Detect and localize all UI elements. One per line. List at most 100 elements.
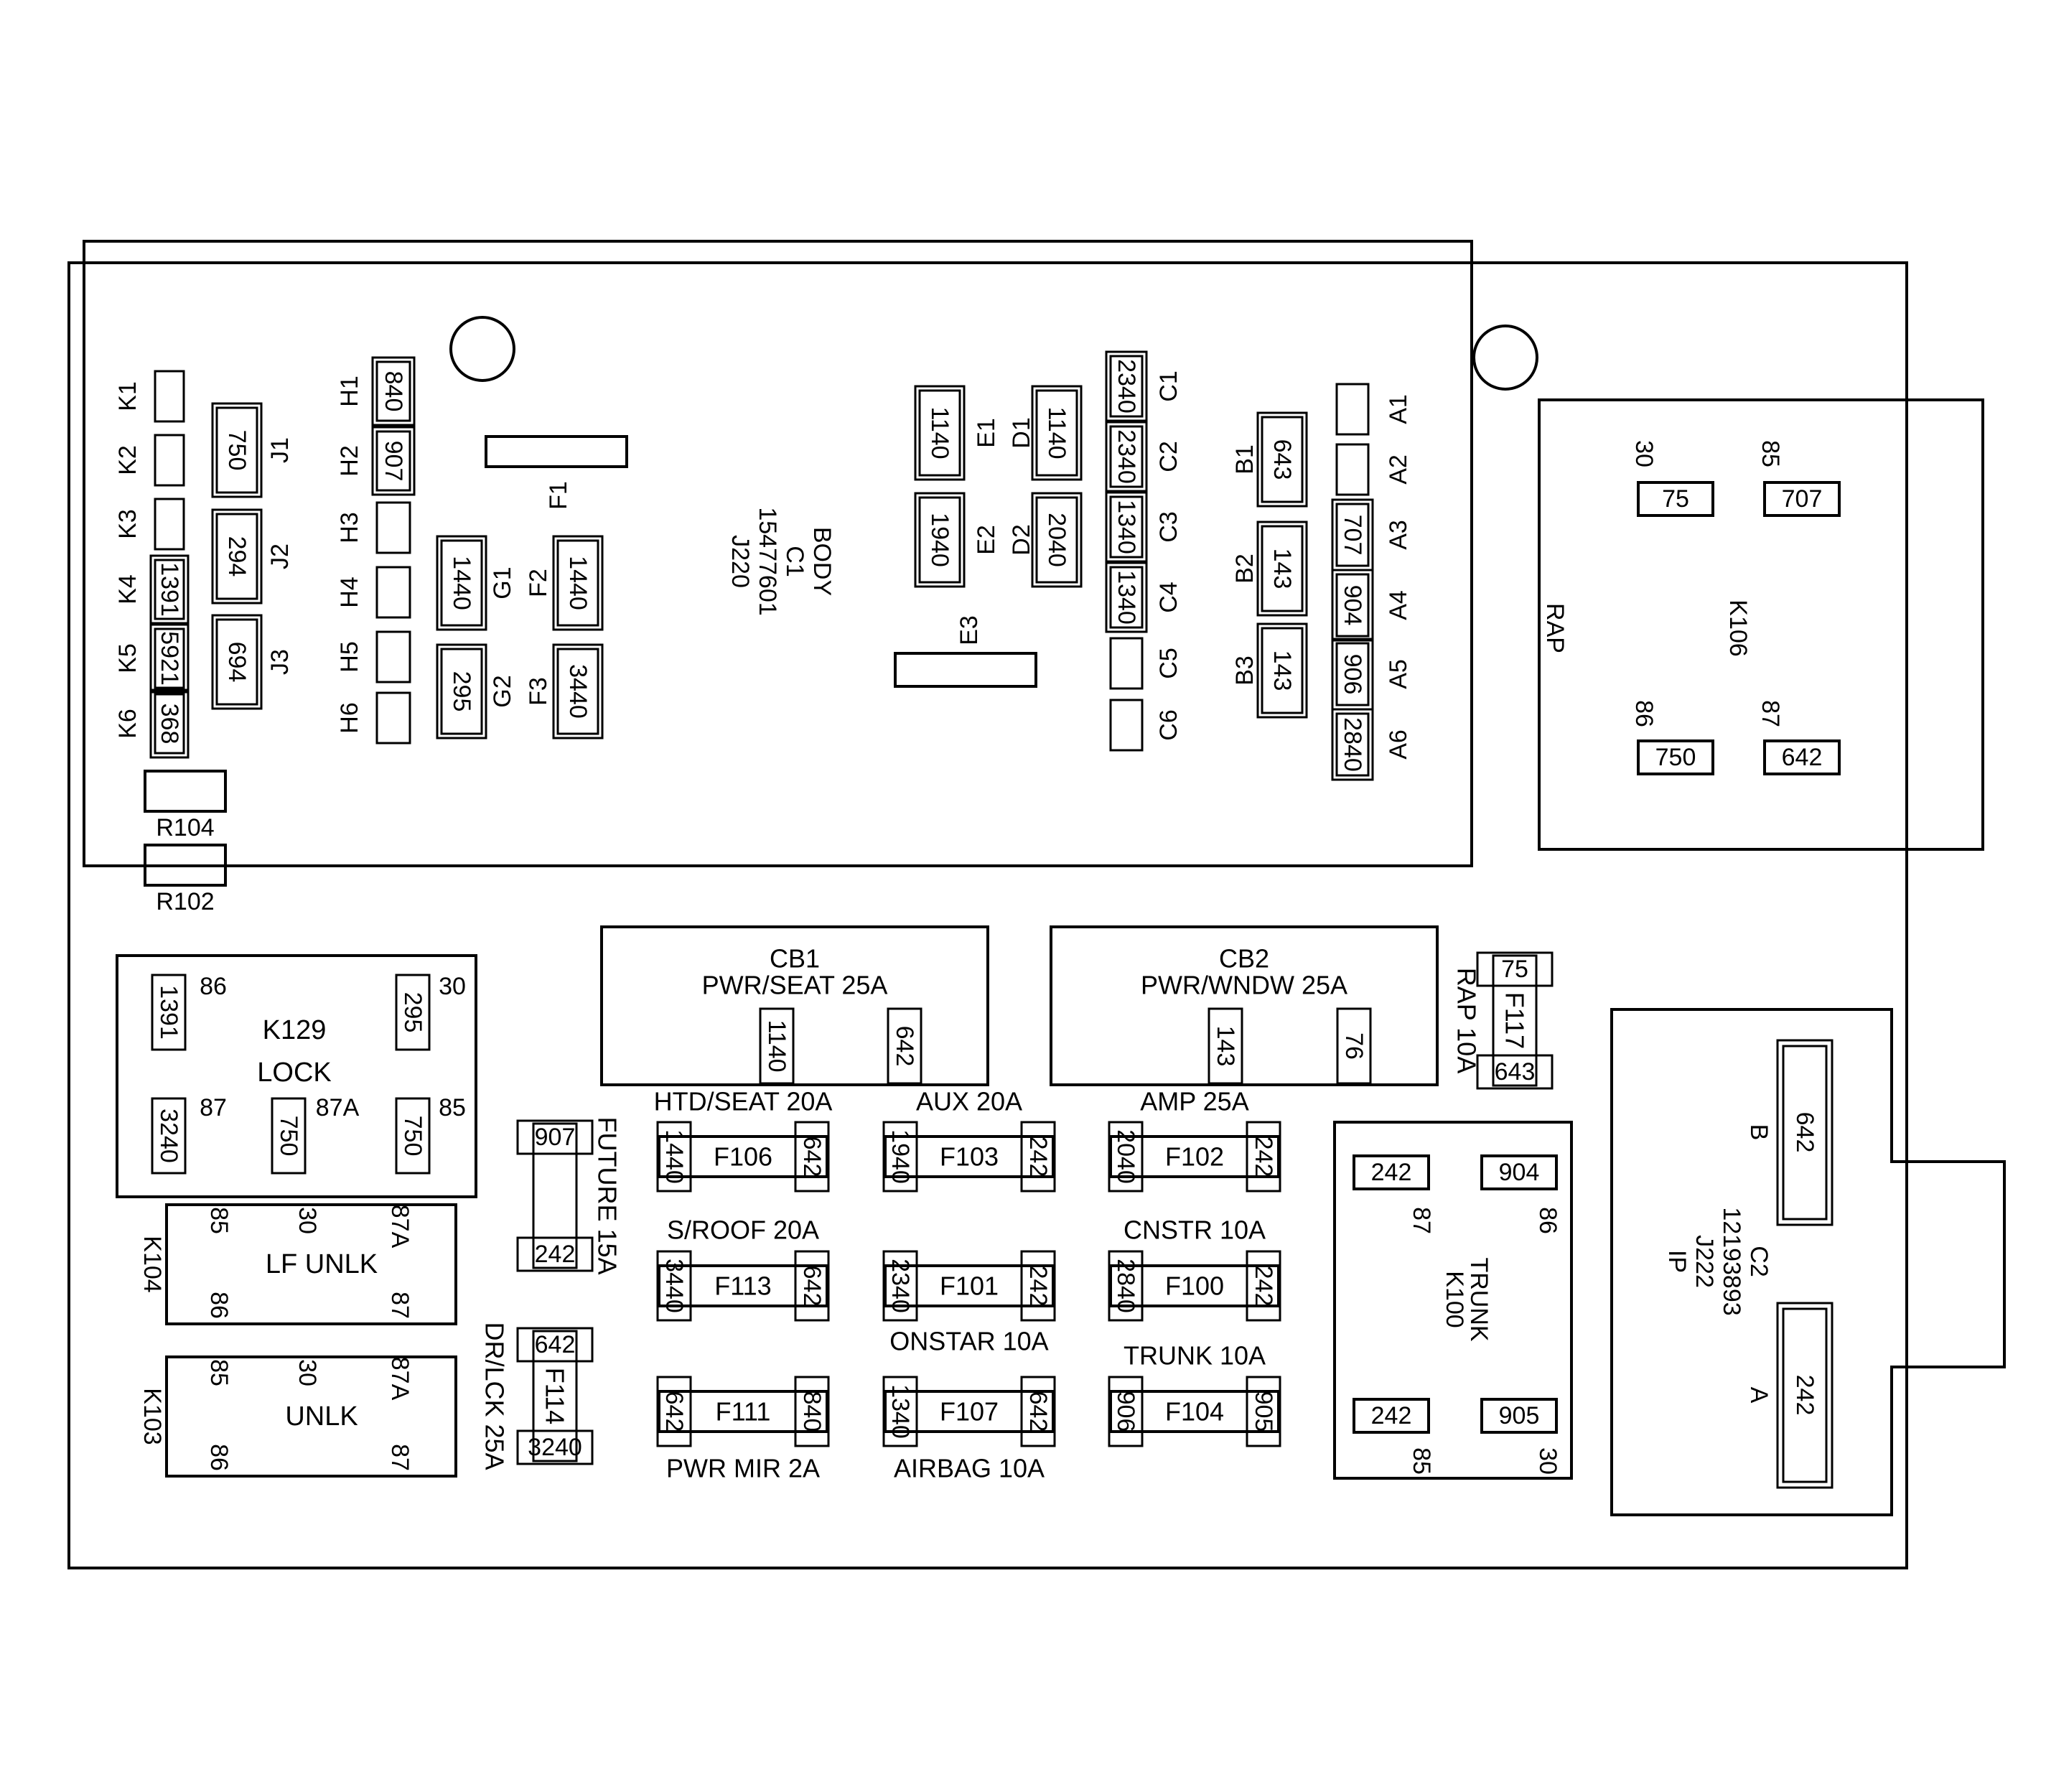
- label-c3: C3: [1155, 511, 1182, 542]
- k129-pin-number: 87A: [316, 1094, 360, 1121]
- fuse-wire-right: 242: [1250, 1266, 1277, 1307]
- slot-k4-frame: [149, 554, 190, 625]
- slot-k5-wire: 5921: [156, 631, 183, 686]
- vfuse-terminal-bottom: [516, 1429, 594, 1465]
- slot-k3: [154, 498, 185, 551]
- fuse-terminal-left: [656, 1250, 692, 1322]
- rap-pin-wire: 707: [1782, 485, 1823, 513]
- vfuse-terminal-top: [1476, 951, 1554, 987]
- slot-k6-frame: [149, 689, 190, 759]
- slot-c4-frame: [1105, 561, 1148, 633]
- trunk-pin-wire: 905: [1499, 1402, 1540, 1429]
- vfuse-terminal-top: [516, 1119, 594, 1155]
- slot-a5: [1335, 642, 1370, 706]
- label-a1: A1: [1385, 394, 1412, 424]
- rap-pin-number: 86: [1630, 700, 1658, 727]
- label-f1: F1: [545, 481, 572, 510]
- vfuse-wire-top: 642: [535, 1331, 576, 1358]
- label-f3: F3: [525, 677, 552, 706]
- slot-c6: [1109, 699, 1144, 752]
- fuse-terminal-right: [794, 1121, 830, 1193]
- slot-g1-frame: [436, 535, 487, 631]
- vfuse-id: F117: [1500, 992, 1530, 1049]
- fuse-wire-right: 242: [1024, 1137, 1052, 1177]
- label-r104: R104: [156, 814, 214, 841]
- slot-h5: [375, 630, 411, 683]
- slot-h1-wire: 840: [380, 371, 407, 412]
- slot-c4-wire: 1340: [1113, 570, 1140, 625]
- fuse-id: F100: [1165, 1271, 1224, 1301]
- fuse-terminal-right: [1020, 1250, 1056, 1322]
- label-r102: R102: [156, 888, 214, 915]
- k104-pin-number: 85: [205, 1207, 233, 1234]
- rap-pin-box: [1637, 481, 1714, 517]
- ip-pin-a: A: [1745, 1387, 1772, 1404]
- ip-slot-b: [1782, 1045, 1828, 1221]
- label-h3: H3: [336, 512, 363, 543]
- slot-j1-wire: 750: [223, 430, 251, 471]
- k129-pin-wire: 1391: [155, 985, 182, 1040]
- fuse-wire-left: 2040: [1112, 1129, 1139, 1184]
- fuse-body: [884, 1264, 1055, 1307]
- k103-name: K103: [139, 1388, 166, 1445]
- fuse-label: AIRBAG 10A: [894, 1454, 1045, 1483]
- slot-e2-wire: 1940: [926, 513, 953, 567]
- body-connector-line: 15477601: [754, 507, 781, 615]
- fuse-wire-right: 642: [1024, 1391, 1052, 1432]
- trunk-relay-name: K100: [1441, 1271, 1468, 1327]
- fuse-terminal-right: [1246, 1376, 1281, 1447]
- k104-pin-number: 87A: [386, 1205, 414, 1249]
- label-f2: F2: [525, 569, 552, 597]
- cb-pin-box: [1336, 1007, 1372, 1085]
- fuse-terminal-left: [656, 1376, 692, 1447]
- ip-wire-b: 642: [1791, 1112, 1818, 1153]
- slot-e2: [918, 496, 961, 584]
- k129-pin-wire: 750: [399, 1116, 426, 1157]
- k104-pin-number: 86: [205, 1292, 233, 1319]
- e3-bar: [894, 652, 1037, 688]
- rap-pin-wire: 750: [1655, 744, 1696, 771]
- fuse-wire-right: 242: [1024, 1266, 1052, 1307]
- ip-connector-line: C2: [1745, 1246, 1772, 1277]
- k129-pin-box: [395, 1097, 431, 1175]
- fuse-label: AUX 20A: [916, 1087, 1022, 1116]
- rap-pin-number: 30: [1630, 440, 1658, 467]
- rap-relay-title: RAP: [1541, 603, 1569, 653]
- fuse-wire-left: 1940: [887, 1129, 914, 1184]
- vfuse-terminal-bottom: [1476, 1054, 1554, 1090]
- slot-j2-frame: [211, 508, 263, 605]
- slot-j1-frame: [211, 402, 263, 498]
- slot-j2: [215, 513, 258, 600]
- slot-a4-frame: [1331, 569, 1374, 642]
- k103-pin-number: 87A: [386, 1357, 414, 1401]
- slot-c3: [1109, 495, 1144, 559]
- label-h5: H5: [336, 641, 363, 672]
- slot-g2-frame: [436, 643, 487, 739]
- fuse-wire-left: 1440: [660, 1129, 688, 1184]
- vfuse-wire-top: 907: [535, 1124, 576, 1151]
- slot-d1-wire: 1140: [1043, 406, 1070, 459]
- slot-h1-frame: [371, 356, 416, 426]
- ip-connector-line: J222: [1691, 1235, 1718, 1288]
- k104-name: K104: [139, 1236, 166, 1292]
- label-k5: K5: [114, 643, 141, 673]
- vfuse-label: FUTURE 15A: [593, 1116, 622, 1274]
- fuse-wire-left: 906: [1112, 1391, 1139, 1432]
- slot-g1: [440, 539, 483, 627]
- k104-pin-number: 87: [386, 1292, 414, 1319]
- label-c5: C5: [1155, 648, 1182, 678]
- fuse-id: F106: [714, 1142, 772, 1172]
- slot-g1-wire: 1440: [448, 556, 475, 610]
- rap-pin-number: 85: [1757, 440, 1784, 467]
- slot-h6: [375, 691, 411, 745]
- fuse-wire-left: 642: [660, 1391, 688, 1432]
- trunk-pin-number: 86: [1534, 1207, 1561, 1234]
- k129-pin-box: [151, 974, 187, 1051]
- label-c1: C1: [1155, 370, 1182, 401]
- trunk-relay-title: TRUNK: [1465, 1257, 1493, 1341]
- rap-pin-wire: 642: [1782, 744, 1823, 771]
- rap-pin-wire: 75: [1662, 485, 1689, 513]
- k129-pin-box: [395, 974, 431, 1051]
- resistor-r102: [144, 844, 227, 887]
- fuse-label: S/ROOF 20A: [667, 1215, 819, 1245]
